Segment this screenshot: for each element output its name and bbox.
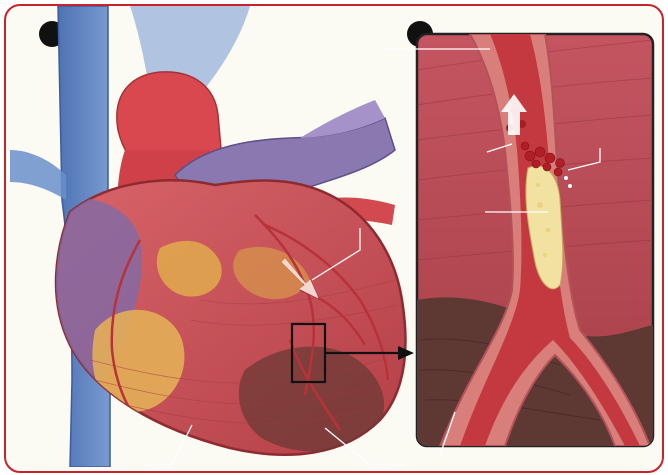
heart-group	[10, 6, 414, 467]
vein-branch-left	[10, 150, 66, 200]
inset-panel	[417, 34, 653, 446]
